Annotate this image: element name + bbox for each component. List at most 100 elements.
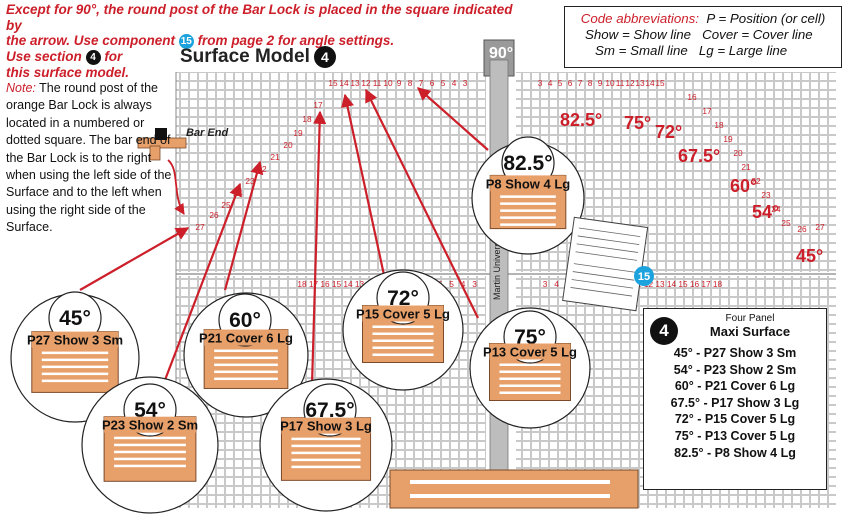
cell-number: 17 bbox=[309, 279, 319, 289]
cell-number: 20 bbox=[283, 140, 293, 150]
cell-number: 14 bbox=[339, 78, 349, 88]
angle-diagram: 45°P27 Show 3 Sm bbox=[10, 291, 140, 423]
bar-end-illustration bbox=[137, 128, 187, 215]
cell-number: 25 bbox=[221, 200, 231, 210]
cell-number: 13 bbox=[350, 78, 360, 88]
angle-diagram: 67.5°P17 Show 3 Lg bbox=[259, 378, 393, 512]
cell-number: 6 bbox=[568, 78, 573, 88]
diagram-code: P17 Show 3 Lg bbox=[280, 419, 372, 434]
bar-90-label: 90° bbox=[489, 45, 513, 62]
intro-line-2b: from page 2 for angle settings. bbox=[197, 33, 395, 48]
title-badge: 4 bbox=[313, 46, 336, 68]
card-badge-text: 15 bbox=[638, 271, 650, 283]
angle-diagram: 72°P15 Cover 5 Lg bbox=[342, 269, 464, 391]
abbr-show: Show = Show line bbox=[585, 27, 692, 42]
diagram-code: P23 Show 2 Sm bbox=[102, 418, 198, 433]
cell-number: 18 bbox=[302, 114, 312, 124]
cell-number: 27 bbox=[195, 222, 205, 232]
diagram-code: P15 Cover 5 Lg bbox=[356, 307, 450, 322]
diagram-angle: 82.5° bbox=[503, 152, 552, 175]
cell-number: 26 bbox=[797, 224, 807, 234]
position-arrow bbox=[163, 182, 242, 381]
position-arrow bbox=[365, 88, 479, 319]
diagram-angle: 75° bbox=[514, 326, 546, 349]
position-arrow bbox=[310, 110, 327, 386]
angle-label: 54° bbox=[752, 202, 779, 222]
diagram-code: P8 Show 4 Lg bbox=[486, 176, 571, 191]
cell-number: 17 bbox=[702, 106, 712, 116]
angle-label: 72° bbox=[655, 122, 682, 142]
code-abbreviations-box: Code abbreviations: P = Position (or cel… bbox=[564, 6, 842, 68]
panel-setting-item: 54° - P23 Show 2 Sm bbox=[673, 362, 797, 377]
angle-setting-card bbox=[562, 216, 649, 312]
cell-number: 23 bbox=[245, 176, 255, 186]
cell-number: 13 bbox=[355, 279, 365, 289]
title-text: Surface Model bbox=[180, 46, 310, 68]
cell-number: 15 bbox=[678, 279, 688, 289]
component-badge: 15 bbox=[178, 33, 194, 49]
panel-subtitle: Four Panel bbox=[725, 313, 775, 324]
cell-number: 15 bbox=[655, 78, 665, 88]
diagram-angle: 67.5° bbox=[305, 399, 354, 422]
panel-badge: 4 bbox=[650, 317, 678, 345]
diagram-angle: 60° bbox=[229, 309, 261, 332]
cell-number: 17 bbox=[313, 100, 323, 110]
bar-end-label: Bar End bbox=[186, 127, 228, 139]
cell-number: 10 bbox=[605, 78, 615, 88]
panel-setting-item: 67.5° - P17 Show 3 Lg bbox=[670, 395, 800, 410]
angle-label: 67.5° bbox=[678, 146, 720, 166]
position-arrow bbox=[417, 87, 489, 151]
position-arrow bbox=[79, 227, 190, 291]
intro-line-1: Except for 90°, the round post of the Ba… bbox=[6, 2, 513, 33]
panel-title: Maxi Surface bbox=[709, 324, 791, 339]
position-arrow bbox=[341, 93, 386, 276]
note-text: Note: The round post of the orange Bar L… bbox=[6, 80, 178, 237]
angle-label: 75° bbox=[624, 113, 651, 133]
cell-number: 17 bbox=[701, 279, 711, 289]
cell-number: 12 bbox=[361, 78, 371, 88]
cell-number: 3 bbox=[472, 279, 477, 289]
intro-line-2a: the arrow. Use component bbox=[6, 33, 176, 48]
cell-number: 23 bbox=[761, 190, 771, 200]
cell-number: 7 bbox=[419, 78, 424, 88]
diagram-code: P21 Cover 6 Lg bbox=[199, 331, 293, 346]
abbr-position: P = Position (or cell) bbox=[706, 11, 826, 26]
cell-number: 25 bbox=[781, 218, 791, 228]
cell-number: 14 bbox=[667, 279, 677, 289]
panel-setting-item: 82.5° - P8 Show 4 Lg bbox=[674, 445, 796, 460]
bottom-bar-lock bbox=[389, 469, 639, 509]
abbr-large: Lg = Large line bbox=[698, 43, 788, 58]
cell-number: 15 bbox=[332, 279, 342, 289]
cell-number: 18 bbox=[713, 279, 723, 289]
card-component-badge bbox=[634, 266, 654, 286]
cell-number: 21 bbox=[741, 162, 751, 172]
note-label: Note: bbox=[6, 81, 36, 95]
panel-setting-item: 72° - P15 Cover 5 Lg bbox=[674, 412, 796, 427]
cell-number: 18 bbox=[297, 279, 307, 289]
cell-number: 3 bbox=[543, 279, 548, 289]
cell-number: 9 bbox=[598, 78, 603, 88]
cell-number: 15 bbox=[328, 78, 338, 88]
panel-setting-item: 45° - P27 Show 3 Sm bbox=[673, 346, 797, 360]
cell-number: 4 bbox=[554, 279, 559, 289]
note-text-1: The round post of the orange Bar Lock is… bbox=[6, 81, 158, 148]
cell-number: 10 bbox=[383, 78, 393, 88]
angle-diagram: 82.5°P8 Show 4 Lg bbox=[471, 136, 585, 255]
cell-number: 7 bbox=[578, 78, 583, 88]
section-badge: 4 bbox=[85, 49, 101, 65]
diagram-angle: 54° bbox=[134, 399, 166, 422]
cell-number: 22 bbox=[751, 176, 761, 186]
cell-number: 26 bbox=[209, 210, 219, 220]
note-text-2: The bar end of the Bar Lock is to the ri… bbox=[6, 133, 172, 235]
cell-number: 16 bbox=[687, 92, 697, 102]
cell-number: 8 bbox=[408, 78, 413, 88]
diagram-code: P27 Show 3 Sm bbox=[27, 333, 123, 348]
cell-number: 12 bbox=[625, 78, 635, 88]
angle-diagram: 75°P13 Cover 5 Lg bbox=[469, 307, 591, 429]
cell-number: 19 bbox=[293, 128, 303, 138]
cell-number: 6 bbox=[430, 78, 435, 88]
cell-number: 4 bbox=[452, 78, 457, 88]
cell-number: 5 bbox=[558, 78, 563, 88]
intro-line-3a: Use section bbox=[6, 48, 82, 64]
